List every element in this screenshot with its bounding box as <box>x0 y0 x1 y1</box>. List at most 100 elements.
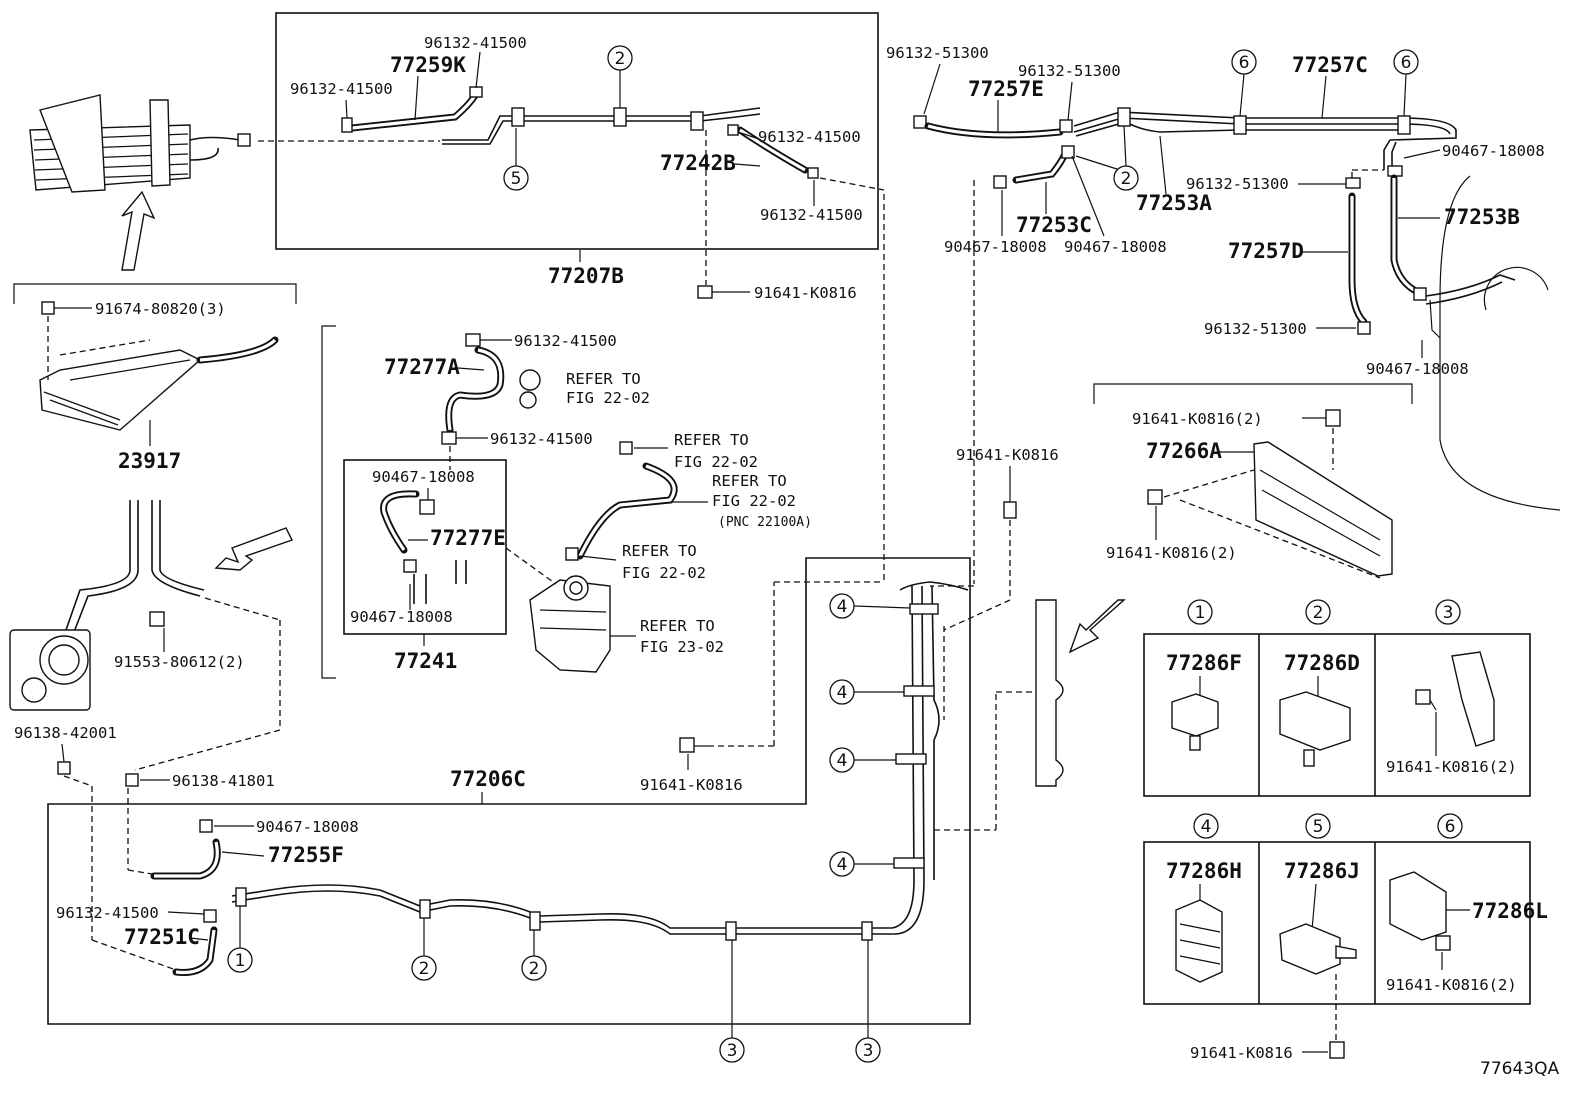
label-91641-k0816: 91641-K0816 <box>640 776 743 794</box>
clamp-icon <box>1061 145 1075 159</box>
clamp-2-icon <box>529 911 541 931</box>
ref-num: 6 <box>1401 53 1412 73</box>
legend-row-2 <box>1143 841 1531 1005</box>
label-96132-51300: 96132-51300 <box>886 44 989 62</box>
top-box-group: 2 5 96132-41500 77259K 96132-41500 96132… <box>258 12 885 288</box>
label-77253a: 77253A <box>1136 191 1212 215</box>
label-96132-41500: 96132-41500 <box>290 80 393 98</box>
label-77257c: 77257C <box>1292 53 1368 77</box>
ref-num: 3 <box>727 1041 738 1061</box>
clamp-6-icon <box>1397 115 1411 135</box>
clamp-icon <box>465 333 481 347</box>
ref-num: 5 <box>511 169 522 189</box>
label-77257d: 77257D <box>1228 239 1304 263</box>
bracket-group: 91641-K0816(2) 77266A 91641-K0816(2) <box>1093 383 1413 579</box>
diagram-code: 77643QA <box>1480 1059 1559 1079</box>
legend-part: 77286H <box>1166 859 1242 883</box>
bolt-icon <box>697 285 713 299</box>
label-96132-51300: 96132-51300 <box>1186 175 1289 193</box>
pipe-line <box>1073 111 1457 141</box>
label-77257e: 77257E <box>968 77 1044 101</box>
legend-num: 1 <box>1195 603 1206 623</box>
clamp-icon <box>199 819 213 833</box>
clamp-icon <box>469 86 483 98</box>
arrow-icon <box>214 527 293 571</box>
side-bracket-icon <box>1035 599 1064 787</box>
clamp-3-icon <box>725 921 737 941</box>
label-96132-41500: 96132-41500 <box>490 430 593 448</box>
label-77259k: 77259K <box>390 53 466 77</box>
bolt-icon <box>1415 689 1431 705</box>
legend-num-6-icon <box>1437 813 1463 839</box>
clamp-2-icon <box>419 899 431 919</box>
legend-num: 2 <box>1313 603 1324 623</box>
clamp-6-icon <box>1233 115 1247 135</box>
legend-note: 91641-K0816(2) <box>1386 758 1517 776</box>
ref-num: 4 <box>837 751 848 771</box>
legend: 1 77286F 2 77286D 3 91641-K0816(2) 4 772… <box>1068 599 1548 1062</box>
cooler-bracket-group: 91674-80820(3) 23917 <box>13 283 297 473</box>
clamp-2-icon <box>511 107 525 127</box>
label-91641-k0816: 91641-K0816 <box>1190 1044 1293 1062</box>
label-77253b: 77253B <box>1444 205 1520 229</box>
refer-text: FIG 23-02 <box>640 638 724 656</box>
bolt-icon <box>1325 409 1341 427</box>
clamp-icon <box>203 909 217 923</box>
refer-text: FIG 22-02 <box>674 453 758 471</box>
arrow-icon <box>1068 599 1126 654</box>
label-91641-k0816-2: 91641-K0816(2) <box>1106 544 1237 562</box>
clamp-icon <box>1357 321 1371 335</box>
refer-text: FIG 22-02 <box>622 564 706 582</box>
label-91641-k0816-2: 91641-K0816(2) <box>1132 410 1263 428</box>
label-91641-k0816: 91641-K0816 <box>754 284 857 302</box>
clamp-icon <box>913 115 927 129</box>
legend-part: 77286D <box>1284 651 1360 675</box>
bolt-icon <box>1147 489 1163 505</box>
ref-num: 2 <box>419 959 430 979</box>
clamp-icon <box>1345 177 1361 189</box>
clamp-2-icon <box>613 107 627 127</box>
label-77255f: 77255F <box>268 843 344 867</box>
bolt-icon <box>679 737 695 753</box>
clamp-2-icon <box>690 111 704 131</box>
legend-num-3-icon <box>1435 599 1461 625</box>
bolt-91641-group: 91641-K0816 <box>697 284 857 302</box>
middle-group: 96132-41500 77277A REFER TO FIG 22-02 96… <box>321 325 812 679</box>
clamp-icon <box>619 441 633 455</box>
label-23917: 23917 <box>118 449 181 473</box>
clamp-icon <box>441 431 457 445</box>
pnc-note: (PNC 22100A) <box>718 515 812 530</box>
label-96132-41500: 96132-41500 <box>758 128 861 146</box>
label-91674-80820: 91674-80820(3) <box>95 300 226 318</box>
refer-text: REFER TO <box>622 542 697 560</box>
clip-labels: 96138-42001 96138-41801 <box>14 724 275 790</box>
clamp-icon <box>341 117 353 133</box>
clamp-icon <box>1413 287 1427 301</box>
legend-num: 6 <box>1445 817 1456 837</box>
clamp-4-icon <box>903 685 935 697</box>
bolt-icon <box>1435 935 1451 951</box>
label-96132-41500: 96132-41500 <box>424 34 527 52</box>
clamp-icon <box>807 167 819 179</box>
pump-group: 91553-80612(2) <box>9 500 293 771</box>
ref-num: 1 <box>235 951 246 971</box>
legend-num-2-icon <box>1305 599 1331 625</box>
label-90467-18008: 90467-18008 <box>1442 142 1545 160</box>
ref-num: 3 <box>863 1041 874 1061</box>
bolt-icon <box>41 301 55 315</box>
ref-num: 2 <box>529 959 540 979</box>
label-77251c: 77251C <box>124 925 200 949</box>
ref-num: 2 <box>1121 169 1132 189</box>
label-77206c: 77206C <box>450 767 526 791</box>
ref-num: 6 <box>1239 53 1250 73</box>
top-box-frame <box>275 12 879 250</box>
clamp-2-icon <box>1117 107 1131 127</box>
clamp-77286l-icon <box>1389 871 1447 941</box>
legend-num-5-icon <box>1305 813 1331 839</box>
clamp-77286f-icon <box>1171 693 1219 737</box>
label-77242b: 77242B <box>660 151 736 175</box>
clamp-icon <box>993 175 1007 189</box>
clamp-3-icon <box>861 921 873 941</box>
bolt-icon <box>149 611 165 627</box>
bolt-icon <box>1003 501 1017 519</box>
